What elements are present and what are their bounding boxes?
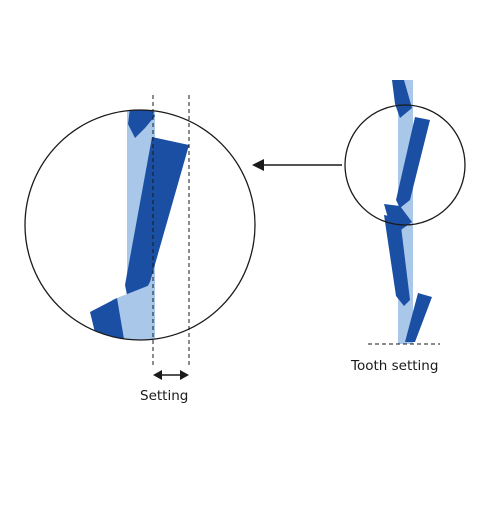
detail-circle	[344, 104, 466, 226]
tooth-bottom-overview	[405, 293, 432, 342]
tooth-top-overview	[392, 80, 412, 118]
magnifier-circle	[24, 109, 256, 341]
tooth-long-overview	[384, 215, 410, 306]
main-tooth-magnified	[125, 137, 189, 300]
tooth-bend-magnified	[112, 285, 155, 340]
double-arrow-icon	[153, 370, 189, 380]
top-tooth-magnified	[128, 110, 155, 138]
tooth-setting-label: Tooth setting	[351, 358, 439, 374]
magnified-tooth-view	[24, 109, 256, 341]
arrow-left-icon	[252, 159, 342, 171]
setting-label: Setting	[140, 388, 189, 404]
tooth-first-overview	[396, 117, 430, 208]
saw-teeth-overview	[344, 80, 466, 345]
